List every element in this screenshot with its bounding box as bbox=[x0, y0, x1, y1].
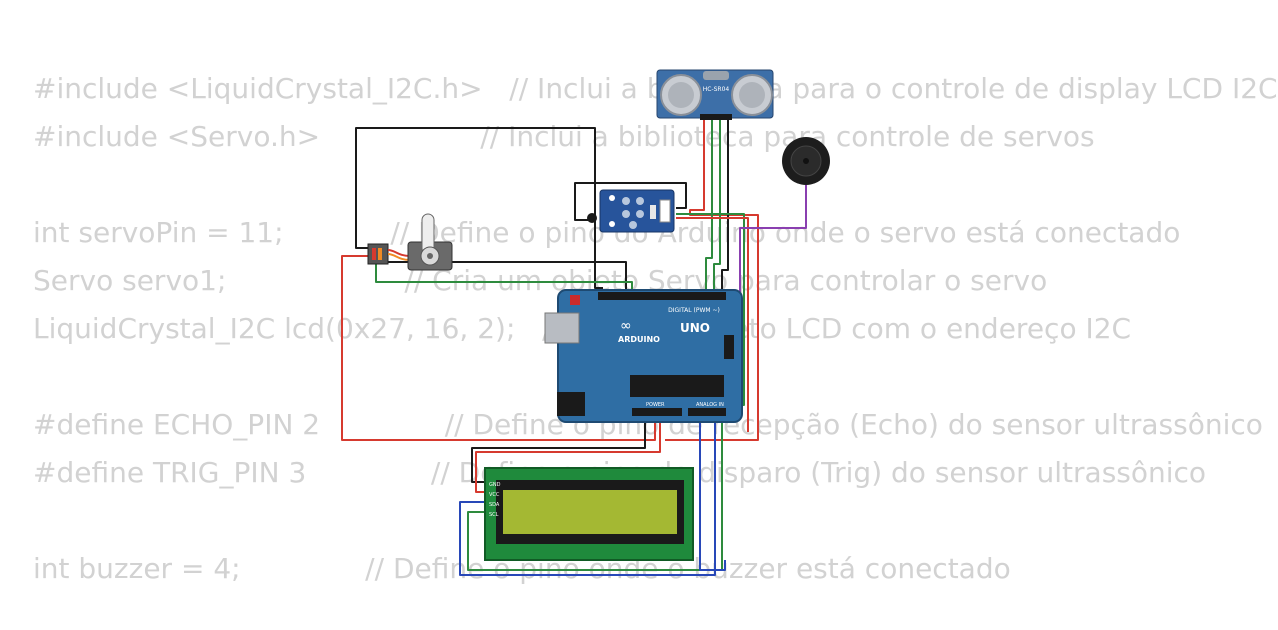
ir-module bbox=[587, 189, 675, 233]
wire-buzzer bbox=[739, 185, 807, 292]
lcd-display: GND VCC SDA SCL bbox=[484, 467, 694, 561]
wire-sensor-trig bbox=[705, 118, 713, 292]
analog-header-label: ANALOG IN bbox=[696, 402, 724, 408]
svg-text:∞: ∞ bbox=[620, 318, 632, 334]
arduino-uno: DIGITAL (PWM ~) ARDUINO UNO ∞ POWER ANAL… bbox=[544, 289, 743, 423]
lcd-pin-gnd: GND bbox=[489, 482, 501, 488]
lcd-pin-vcc: VCC bbox=[489, 492, 500, 498]
wire-lcd-scl-2 bbox=[699, 420, 726, 571]
wire-sensor-echo bbox=[713, 118, 721, 292]
code-line: #define ECHO_PIN 2 // Define o pino de r… bbox=[33, 408, 1263, 441]
lcd-pin-scl: SCL bbox=[489, 512, 499, 518]
wire-ir-gnd bbox=[574, 182, 687, 221]
circuit-diagram: HC-SR04 DIG bbox=[341, 69, 830, 576]
wire-lcd-scl bbox=[467, 420, 723, 571]
wire-servo-vcc bbox=[341, 255, 656, 441]
sensor-label: HC-SR04 bbox=[703, 86, 730, 93]
wire-lcd-sda bbox=[459, 420, 716, 576]
servo-motor bbox=[367, 213, 453, 271]
lcd-pin-sda: SDA bbox=[489, 502, 500, 508]
board-brand: ARDUINO bbox=[618, 335, 660, 344]
digital-header-label: DIGITAL (PWM ~) bbox=[668, 307, 720, 314]
wire-ir-vcc bbox=[676, 217, 749, 432]
wire-servo-gnd bbox=[355, 127, 603, 289]
board-model: UNO bbox=[680, 321, 710, 335]
power-header-label: POWER bbox=[646, 402, 665, 408]
wire-sensor-gnd bbox=[721, 118, 729, 292]
ultrasonic-sensor: HC-SR04 bbox=[656, 69, 774, 120]
buzzer bbox=[782, 137, 830, 185]
wire-servo-signal bbox=[375, 264, 633, 295]
wire-lcd-gnd bbox=[471, 420, 646, 483]
wire-lcd-vcc bbox=[475, 420, 661, 493]
